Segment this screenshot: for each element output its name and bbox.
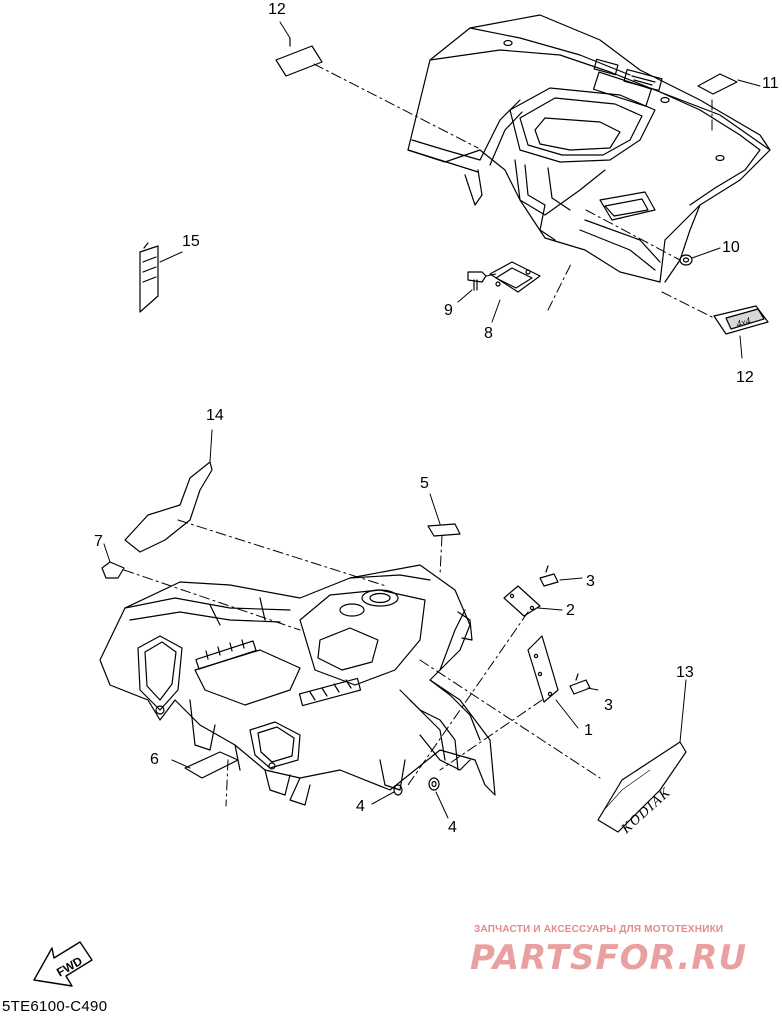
- callout-1: 1: [584, 722, 593, 739]
- part-12-decal-4x4: [713, 305, 769, 335]
- part-5-decal: [427, 523, 461, 537]
- callout-10: 10: [722, 239, 740, 256]
- part-3-screw-lower: [569, 673, 591, 695]
- rear-fender: [407, 14, 771, 283]
- callout-7: 7: [94, 533, 103, 550]
- callout-13: 13: [676, 664, 694, 681]
- part-8-plate: [489, 261, 541, 293]
- callout-5: 5: [420, 475, 429, 492]
- callout-15: 15: [182, 233, 200, 250]
- part-9-screw: [467, 271, 487, 291]
- callout-4-left: 4: [356, 798, 365, 815]
- callout-3-upper: 3: [586, 573, 595, 590]
- part-6-decal: [184, 751, 239, 779]
- callout-2: 2: [566, 602, 575, 619]
- assembly-lines: [123, 63, 715, 807]
- part-11-decal: [697, 73, 738, 95]
- part-10-grommet: [679, 254, 693, 266]
- callout-11: 11: [762, 75, 779, 92]
- callout-9: 9: [444, 302, 453, 319]
- callout-12-upper: 12: [268, 1, 286, 18]
- front-fender: [99, 564, 496, 806]
- decal-4x4-text: 4x4: [735, 316, 752, 331]
- part-3-screw-upper: [539, 565, 559, 587]
- part-15-label: [139, 242, 159, 313]
- part-1-plate: [527, 635, 559, 703]
- part-14-decal: [124, 461, 213, 553]
- part-7-cap: [101, 561, 125, 579]
- part-12-decal-upper: [275, 37, 323, 77]
- watermark-tagline: ЗАПЧАСТИ И АКСЕССУАРЫ ДЛЯ МОТОТЕХНИКИ: [474, 924, 724, 935]
- callout-8: 8: [484, 325, 493, 342]
- watermark-brand: PARTSFOR.RU: [470, 938, 748, 978]
- part-4-grommet-left: [393, 784, 403, 796]
- fwd-arrow: [33, 941, 93, 987]
- callout-4-right: 4: [448, 819, 457, 836]
- part-2-plate: [503, 585, 541, 617]
- part-13-kodiak-decal: [597, 741, 687, 833]
- callout-14: 14: [206, 407, 224, 424]
- diagram-code: 5TE6100-C490: [2, 998, 108, 1015]
- callout-6: 6: [150, 751, 159, 768]
- callout-12-lower: 12: [736, 369, 754, 386]
- part-4-grommet-right: [428, 777, 440, 791]
- leader-lines: [103, 21, 761, 819]
- fwd-label: FWD: [54, 954, 85, 980]
- callout-3-lower: 3: [604, 697, 613, 714]
